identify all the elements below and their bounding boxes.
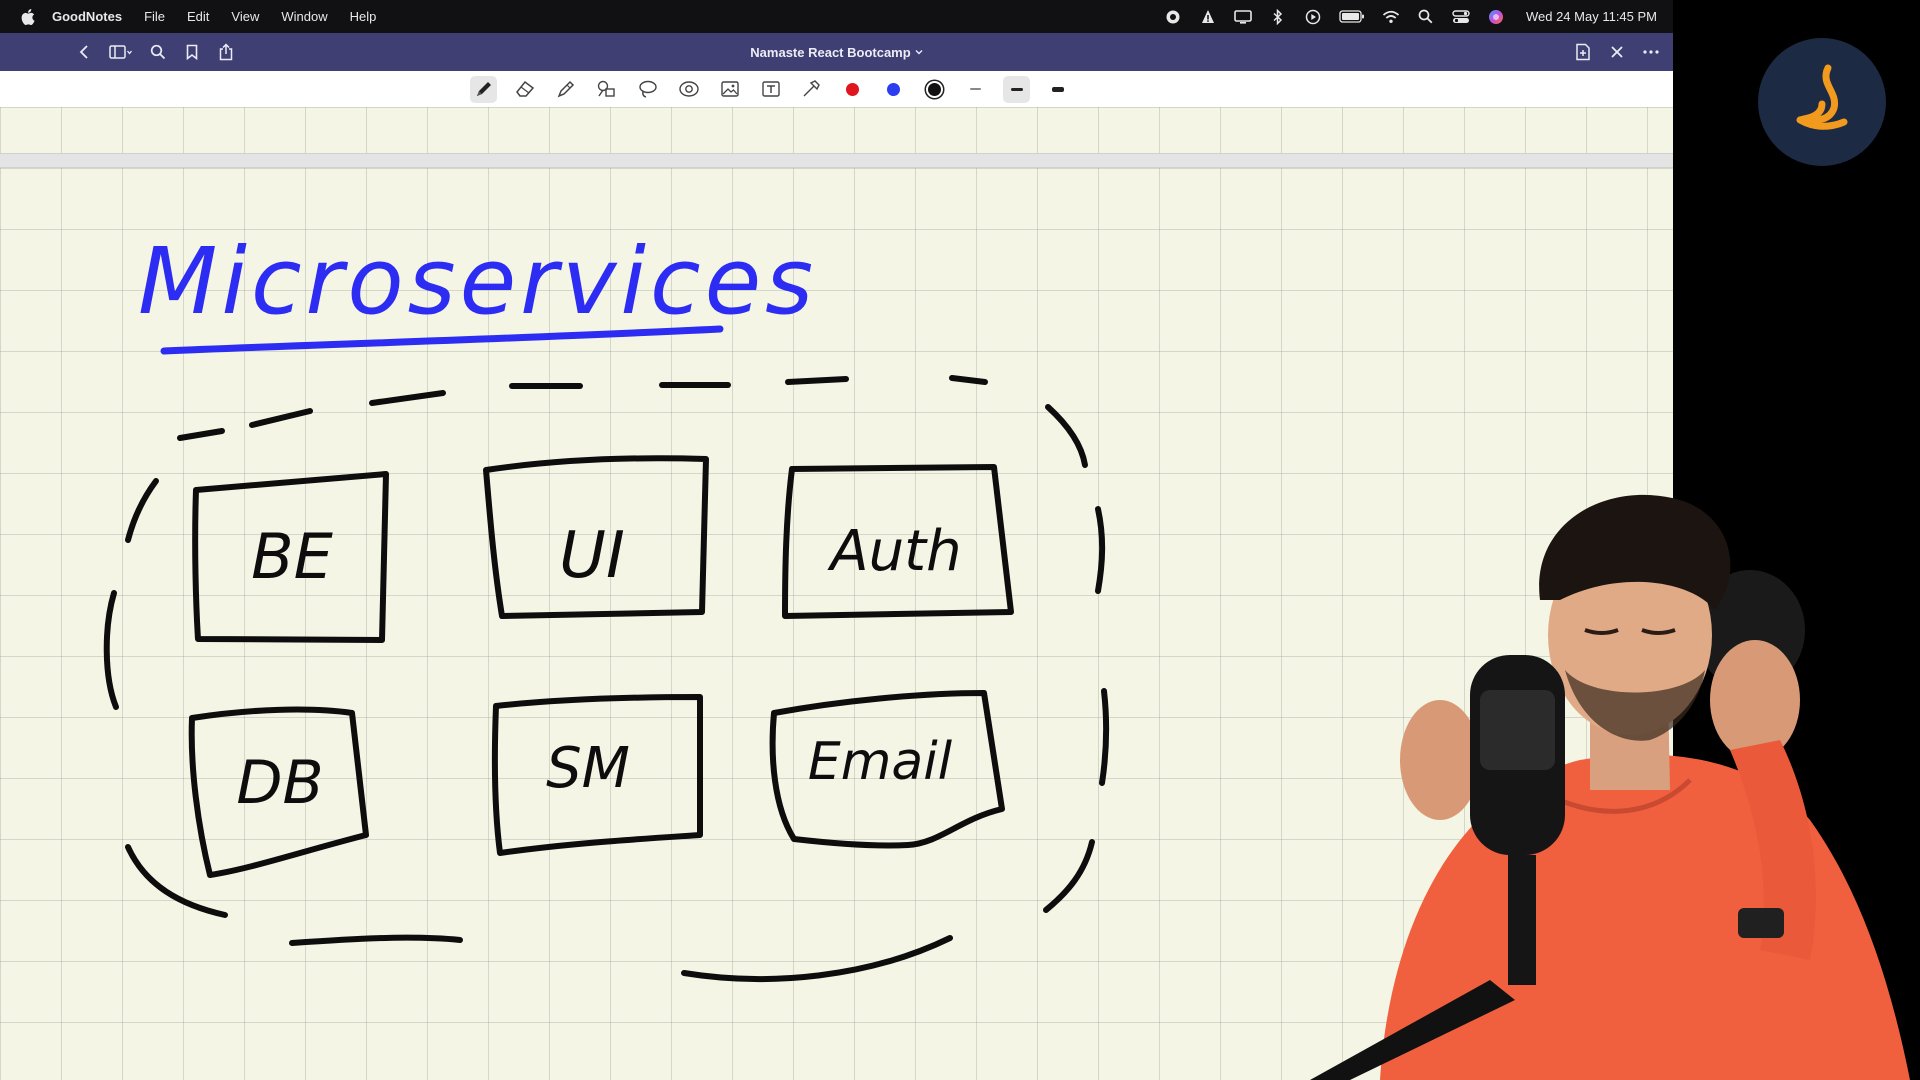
siri-icon[interactable] bbox=[1487, 8, 1505, 26]
menu-bar: GoodNotes File Edit View Window Help bbox=[0, 0, 1673, 33]
menu-window[interactable]: Window bbox=[281, 9, 328, 24]
apple-menu-icon[interactable] bbox=[18, 8, 38, 25]
back-icon bbox=[79, 45, 88, 59]
battery-icon[interactable] bbox=[1339, 8, 1365, 26]
control-center-icon[interactable] bbox=[1452, 8, 1470, 26]
stroke-medium-option[interactable] bbox=[1003, 75, 1030, 103]
document-title-bar: Namaste React Bootcamp bbox=[0, 33, 1673, 71]
menu-view[interactable]: View bbox=[231, 9, 260, 24]
play-icon[interactable] bbox=[1304, 8, 1322, 26]
highlighter-tool[interactable] bbox=[552, 76, 579, 103]
menu-edit[interactable]: Edit bbox=[187, 9, 210, 24]
bluetooth-icon[interactable] bbox=[1269, 8, 1287, 26]
clock-datetime[interactable]: Wed 24 May 11:45 PM bbox=[1525, 9, 1657, 24]
menu-help[interactable]: Help bbox=[349, 9, 377, 24]
page-separator bbox=[0, 153, 1673, 168]
alert-icon[interactable] bbox=[1199, 8, 1217, 26]
eraser-tool[interactable] bbox=[511, 76, 538, 103]
box-label-sm: SM bbox=[546, 736, 630, 801]
box-label-be: BE bbox=[251, 520, 334, 593]
pen-tool[interactable] bbox=[470, 75, 497, 103]
service-box-outlines bbox=[188, 455, 1014, 878]
add-page-button[interactable] bbox=[1573, 42, 1593, 62]
search-icon[interactable] bbox=[1417, 8, 1435, 26]
chevron-down-icon bbox=[915, 50, 923, 55]
title-bar-right-controls bbox=[1573, 33, 1661, 71]
blue-swatch-dot bbox=[887, 82, 900, 96]
heading-microservices: Microservices bbox=[138, 228, 817, 335]
red-swatch-dot bbox=[846, 82, 859, 96]
document-title-wrapper: Namaste React Bootcamp bbox=[0, 33, 1673, 71]
bookmark-icon bbox=[186, 44, 198, 60]
menu-app-name[interactable]: GoodNotes bbox=[52, 9, 123, 24]
box-be-outline bbox=[192, 471, 389, 643]
search-button[interactable] bbox=[148, 42, 168, 62]
dashed-boundary bbox=[103, 375, 1110, 982]
share-button[interactable] bbox=[216, 42, 236, 62]
drawing-toolbar bbox=[0, 71, 1673, 108]
stroke-thin-option[interactable] bbox=[962, 76, 989, 103]
bookmark-button[interactable] bbox=[182, 42, 202, 62]
medium-stroke-icon bbox=[1010, 87, 1023, 91]
highlighter-icon bbox=[557, 80, 574, 98]
back-button[interactable] bbox=[74, 42, 94, 62]
color-blue-swatch[interactable] bbox=[880, 76, 907, 103]
laser-pointer-icon bbox=[803, 80, 820, 97]
color-red-swatch[interactable] bbox=[839, 76, 866, 103]
search-icon bbox=[150, 44, 166, 60]
document-title-button[interactable]: Namaste React Bootcamp bbox=[750, 44, 923, 60]
thin-stroke-icon bbox=[970, 88, 981, 90]
camera-icon bbox=[678, 81, 699, 97]
shapes-icon bbox=[597, 80, 615, 97]
box-label-ui: UI bbox=[559, 519, 625, 593]
close-button[interactable] bbox=[1607, 42, 1627, 62]
camera-tool[interactable] bbox=[675, 76, 702, 103]
status-area: Wed 24 May 11:45 PM bbox=[1164, 0, 1657, 33]
lasso-icon bbox=[638, 80, 657, 98]
lasso-tool[interactable] bbox=[634, 76, 661, 103]
black-swatch-dot bbox=[928, 82, 941, 96]
more-icon bbox=[1643, 50, 1659, 54]
webcam-presenter bbox=[1310, 494, 1910, 1080]
thick-stroke-icon bbox=[1051, 86, 1064, 92]
share-icon bbox=[219, 43, 233, 61]
menu-file[interactable]: File bbox=[144, 9, 166, 24]
color-black-swatch[interactable] bbox=[921, 76, 948, 103]
box-label-auth: Auth bbox=[827, 519, 961, 584]
text-icon bbox=[761, 81, 780, 97]
laser-pointer-tool[interactable] bbox=[798, 76, 825, 103]
shapes-tool[interactable] bbox=[593, 76, 620, 103]
tool-group bbox=[470, 71, 1071, 107]
box-sm-outline bbox=[491, 694, 703, 856]
box-db-outline bbox=[188, 706, 369, 878]
document-title: Namaste React Bootcamp bbox=[750, 44, 911, 60]
box-label-db: DB bbox=[236, 748, 323, 818]
channel-logo bbox=[1758, 38, 1886, 166]
box-ui-outline bbox=[483, 455, 709, 619]
box-auth-outline bbox=[782, 464, 1014, 619]
handwriting-layer: Microservices bbox=[103, 228, 1110, 982]
more-button[interactable] bbox=[1641, 42, 1661, 62]
text-tool[interactable] bbox=[757, 76, 784, 103]
wifi-icon[interactable] bbox=[1382, 8, 1400, 26]
display-icon[interactable] bbox=[1234, 8, 1252, 26]
box-label-email: Email bbox=[808, 732, 953, 792]
notebook-page[interactable]: Microservices bbox=[0, 107, 1673, 1080]
sidebar-button[interactable] bbox=[108, 42, 134, 62]
flame-logo-icon bbox=[1796, 64, 1848, 130]
box-email-outline bbox=[769, 690, 1005, 849]
close-icon bbox=[1611, 46, 1623, 58]
sidebar-icon bbox=[109, 45, 133, 59]
stroke-thick-option[interactable] bbox=[1044, 76, 1071, 103]
pen-icon bbox=[476, 82, 491, 96]
image-tool[interactable] bbox=[716, 76, 743, 103]
heading-underline bbox=[160, 325, 724, 355]
service-box-labels: BE UI Auth DB SM Email bbox=[236, 519, 961, 818]
title-bar-left-controls bbox=[74, 33, 236, 71]
add-page-icon bbox=[1576, 43, 1590, 61]
image-icon bbox=[720, 81, 739, 97]
eraser-icon bbox=[515, 80, 534, 97]
record-icon[interactable] bbox=[1164, 8, 1182, 26]
